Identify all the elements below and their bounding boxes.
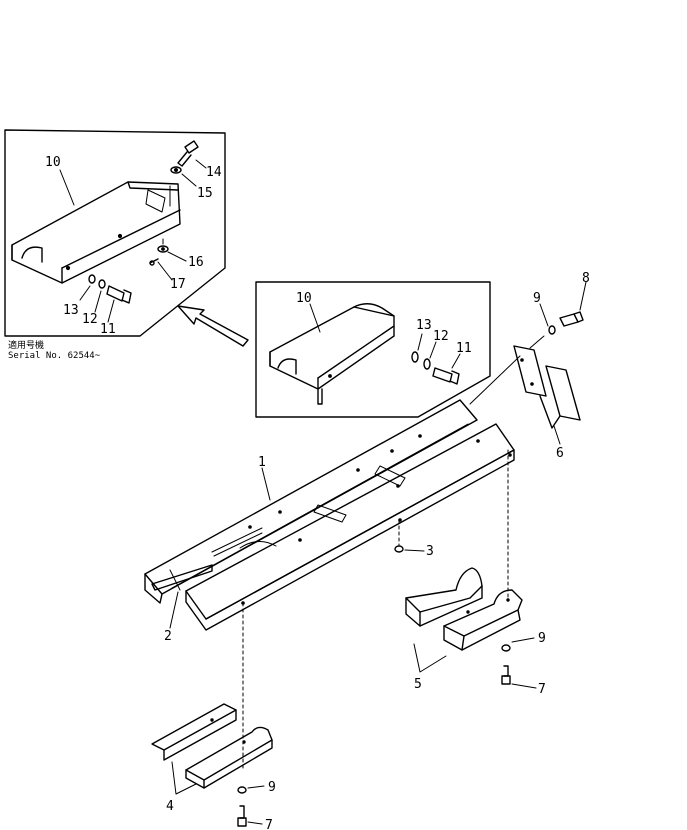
leader-cover-left: [59, 169, 75, 206]
label-washer-front: 9: [268, 780, 276, 795]
label-washer-top: 9: [533, 291, 541, 306]
label-pin: 17: [170, 277, 186, 292]
label-bolt-rear: 7: [538, 682, 546, 697]
label-bolt-front: 7: [265, 818, 273, 830]
arrow-icon: [177, 305, 249, 347]
inset-right: 10 13 12 11: [255, 281, 491, 418]
label-bolt: 11: [456, 341, 472, 356]
track-frame: [144, 399, 515, 631]
bolt-icon: [501, 637, 537, 689]
bracket-rear-part: [405, 449, 523, 673]
label-washer-a: 13: [416, 318, 432, 333]
leader-frame: [261, 467, 271, 501]
cover-part-right: [269, 303, 395, 405]
label-nut: 3: [426, 544, 434, 559]
serial-note-jp: 適用号機: [8, 339, 44, 351]
label-washer-a: 13: [63, 303, 79, 318]
label-frame: 1: [258, 455, 266, 470]
label-bolt-top: 8: [582, 271, 590, 286]
inset-left: 10 14 15 16 17 13 12 11 適用号機 Serial No. …: [4, 129, 226, 361]
bolt-icon: [237, 785, 265, 827]
cover-part-left: [11, 181, 181, 284]
leader-cover-right: [309, 303, 321, 333]
fastener-set-icon: [411, 333, 461, 385]
label-cover: 10: [45, 155, 61, 170]
inset-right-border: [255, 281, 491, 418]
label-bracket-front: 4: [166, 799, 174, 814]
label-bracket-rear: 5: [414, 677, 422, 692]
plate-part: [469, 345, 581, 445]
bolt-icon: [169, 140, 207, 207]
leader-guide: [169, 591, 179, 629]
label-bolt: 11: [100, 322, 116, 337]
label-plate: 6: [556, 446, 564, 461]
serial-note: Serial No. 62544~: [8, 351, 101, 361]
label-washer-top: 15: [197, 186, 213, 201]
label-washer-b: 12: [433, 329, 449, 344]
bolt-icon: [529, 281, 587, 349]
fastener-set-icon: [79, 274, 132, 323]
washer-icon: [149, 238, 187, 281]
inset-left-border: [4, 129, 226, 337]
bracket-front-part: [151, 602, 273, 795]
label-washer-rear: 9: [538, 631, 546, 646]
label-cover: 10: [296, 291, 312, 306]
label-washer-b: 12: [82, 312, 98, 327]
label-washer-mid: 16: [188, 255, 204, 270]
label-bolt-top: 14: [206, 165, 222, 180]
nut-icon: [394, 519, 425, 553]
label-guide: 2: [164, 629, 172, 644]
